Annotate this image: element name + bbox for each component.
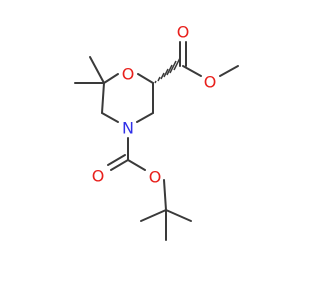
bond-c6-methyl-a bbox=[89, 56, 105, 84]
structure-svg: O N O O O O bbox=[74, 23, 239, 241]
atom-ring-nitrogen: N bbox=[122, 119, 134, 138]
bond-carbamate-c-o-double-a bbox=[110, 159, 129, 171]
atom-carbamate-carbonyl-oxygen: O bbox=[92, 167, 105, 186]
hash-6 bbox=[169, 60, 177, 74]
bond-c5-c6 bbox=[101, 82, 105, 114]
bond-o1-c2 bbox=[137, 73, 154, 84]
bonds bbox=[74, 41, 239, 241]
atom-carbamate-ether-oxygen: O bbox=[149, 168, 162, 187]
hash-4 bbox=[163, 68, 169, 78]
bond-carbamate-c-o-single bbox=[127, 159, 146, 171]
stereo-hash-bond bbox=[154, 57, 181, 84]
atom-ester-carbonyl-oxygen: O bbox=[177, 23, 190, 42]
hash-5 bbox=[166, 64, 173, 76]
atom-labels: O N O O O O bbox=[92, 23, 217, 187]
bond-ester-o-methyl bbox=[219, 65, 239, 77]
bond-tbu-methyl-b bbox=[165, 209, 192, 222]
atom-ester-ether-oxygen: O bbox=[204, 73, 217, 92]
atom-ring-oxygen: O bbox=[122, 65, 135, 84]
hash-1 bbox=[154, 80, 157, 84]
hash-3 bbox=[160, 72, 165, 80]
bond-o-tbu bbox=[163, 179, 167, 211]
molecule-structure: O N O O O O bbox=[74, 23, 239, 241]
bond-ester-c-o-single bbox=[182, 65, 202, 77]
bond-c3-n4 bbox=[136, 112, 154, 123]
bond-tbu-methyl-c bbox=[140, 209, 167, 222]
bond-n4-c5 bbox=[101, 112, 119, 123]
bond-c6-o1 bbox=[103, 73, 119, 84]
bond-carbamate-c-o-double-b bbox=[107, 154, 126, 166]
hash-2 bbox=[157, 76, 161, 82]
